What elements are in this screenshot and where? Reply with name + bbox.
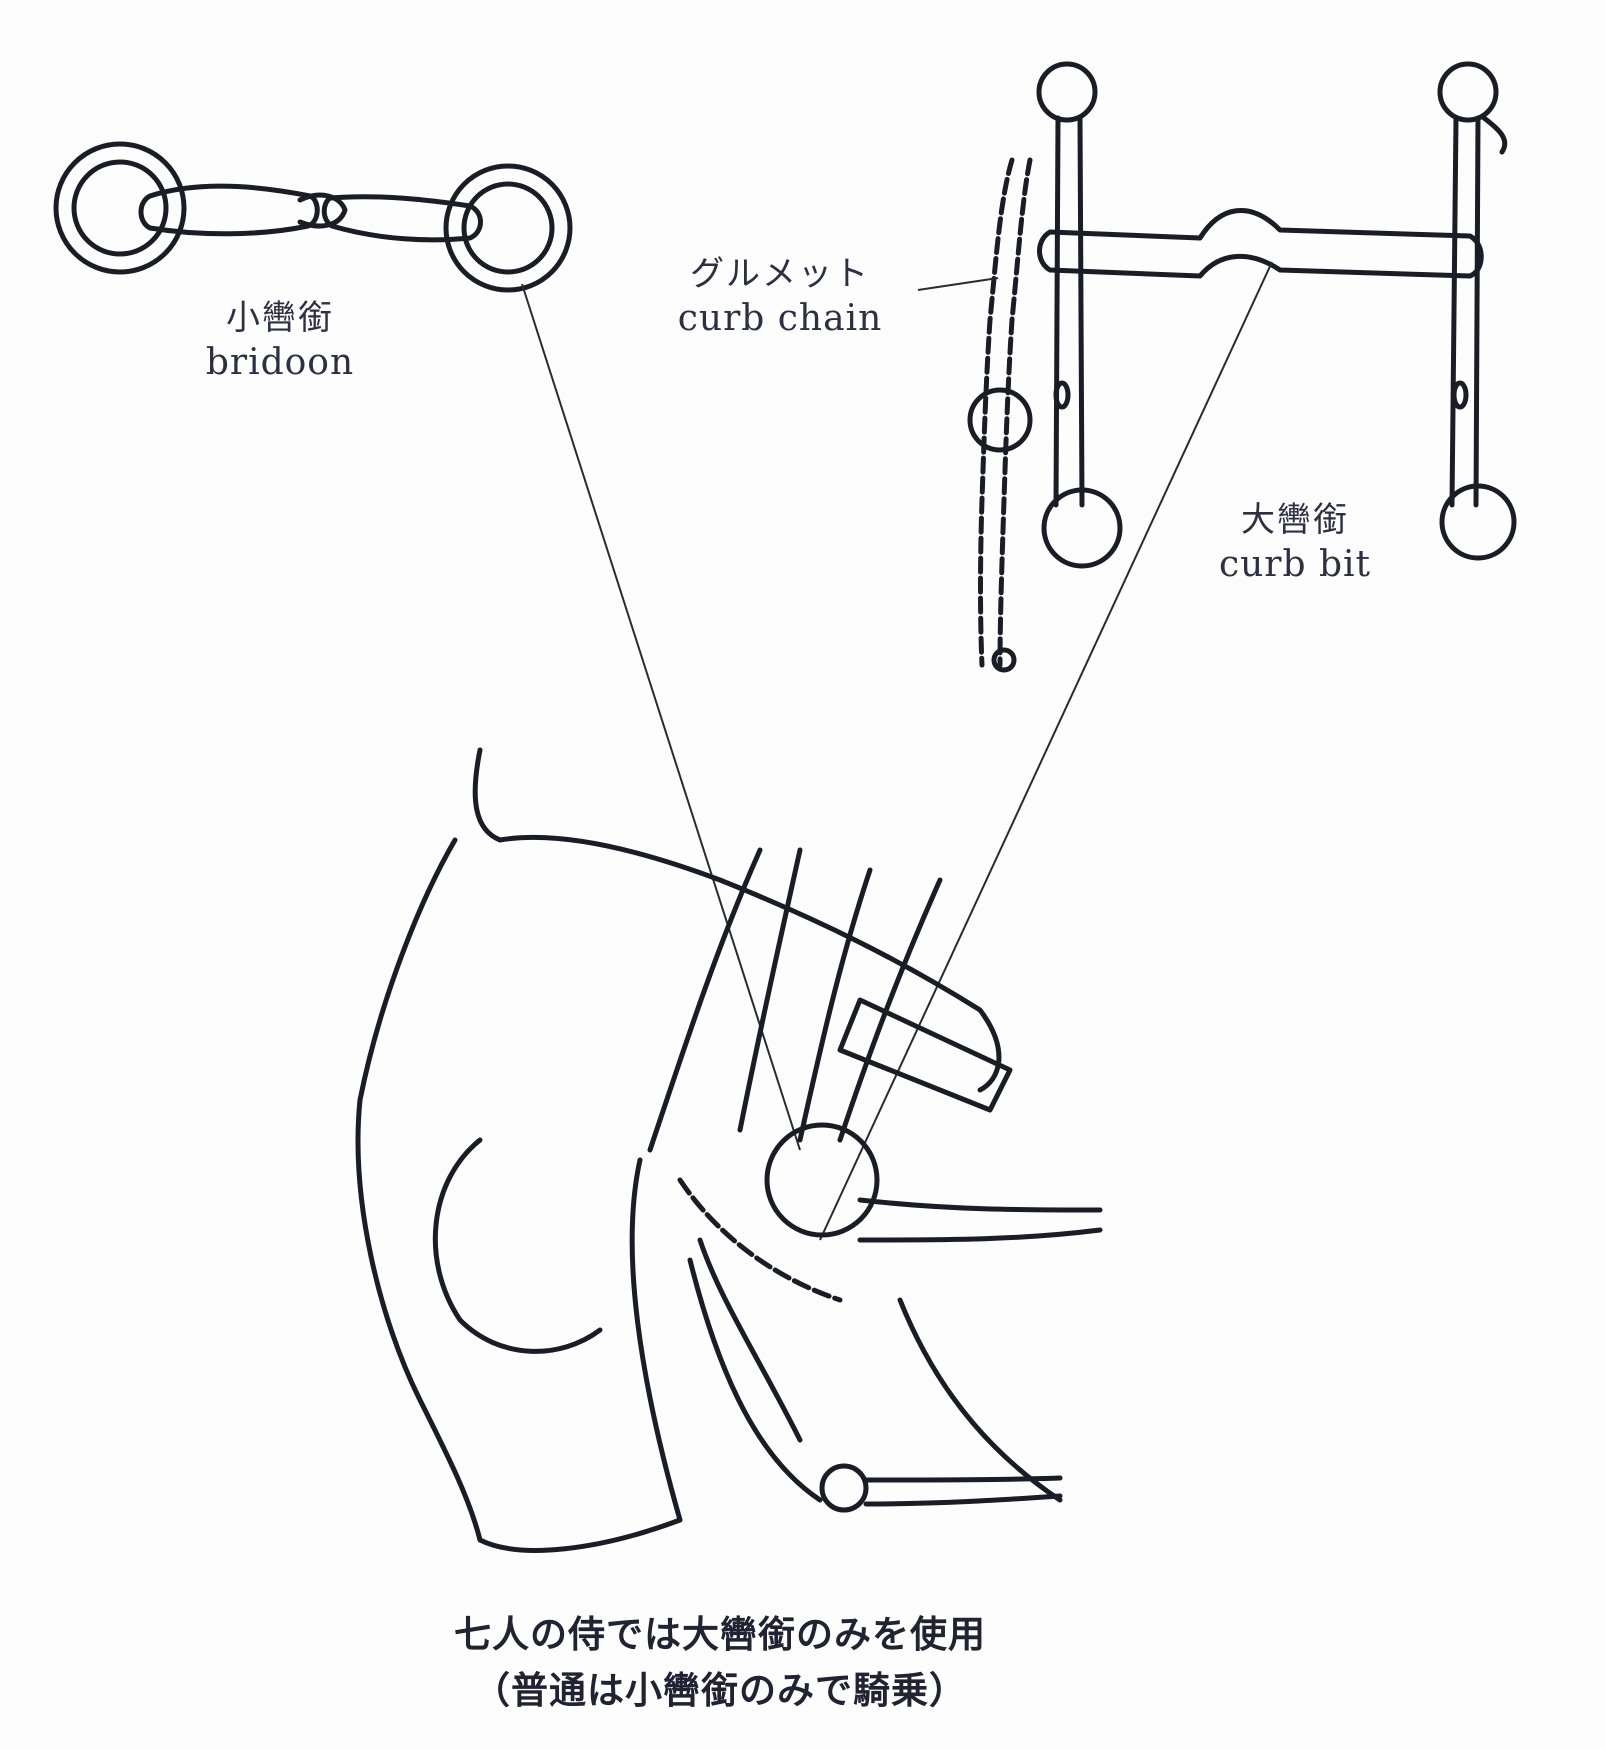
curb-bit-label: 大轡銜 curb bit [1195,498,1395,589]
curb-left-slot [1053,380,1071,410]
curb-chain-ring [967,387,1033,453]
pointer-line-bridoon [521,283,801,1151]
caption-line-2: （普通は小轡銜のみで騎乗） [473,1669,967,1712]
bridoon-left-ring [53,141,187,275]
horse-head-illustration [355,747,1103,1553]
curb-hook [1481,115,1508,155]
curb-right-bottom-ring [1439,483,1517,561]
bit-ring-on-horse [764,1122,880,1238]
horse-muzzle-outline [355,837,683,1553]
curb-right-top-ring [1437,61,1499,123]
curb-left-shank [1053,115,1085,508]
caption-line-1: 七人の侍では大轡銜のみを使用 [454,1613,986,1656]
cheekpiece-3 [797,867,873,1143]
curb-chain-label: グルメット curb chain [660,252,900,343]
curb-left-bottom-ring [1041,487,1123,569]
curb-bit-label-en: curb bit [1218,544,1372,586]
horse-lip [629,1157,803,1523]
horse-nostril [432,1137,603,1354]
curb-chain-label-en: curb chain [677,298,883,340]
bridoon-right-ring-inner [461,181,555,275]
curb-left-top-ring [1036,61,1098,123]
rein-lower [857,1227,1103,1243]
bridoon-left-ring-inner [71,159,169,257]
bridoon-right-ring [443,163,573,293]
curb-chain-illustration [967,157,1033,673]
curb-bit-illustration [1036,61,1517,569]
bridoon-mouthpiece-right [321,194,483,243]
pointer-lines [521,261,1273,1241]
rein-upper [857,1197,1103,1213]
curb-right-slot [1451,380,1469,410]
rein-bottom [863,1475,1063,1507]
strap-buckle [837,997,1013,1113]
bridoon-label-en: bridoon [205,342,355,384]
curb-chain-end [991,647,1017,673]
noseband [472,747,1002,1093]
cheekpiece-2 [737,847,803,1133]
curb-mouthpiece-port [1037,207,1484,279]
bridoon-label: 小轡銜 bridoon [180,296,380,387]
pointer-line-curb-chain [917,277,999,291]
lower-shank [687,1257,823,1503]
curb-chain-on-horse [677,1177,843,1303]
curb-chain-label-ja: グルメット [690,254,870,294]
curb-right-shank [1449,115,1481,508]
bridoon-label-ja: 小轡銜 [226,298,334,338]
horse-jaw [897,1297,1063,1503]
lower-ring-on-horse [819,1463,869,1513]
bridoon-mouthpiece-joint [297,192,348,229]
curb-bit-label-ja: 大轡銜 [1241,500,1349,540]
pointer-line-curb-bit [819,261,1273,1241]
cheekpiece-1 [647,847,763,1153]
bridoon-illustration [53,141,573,293]
